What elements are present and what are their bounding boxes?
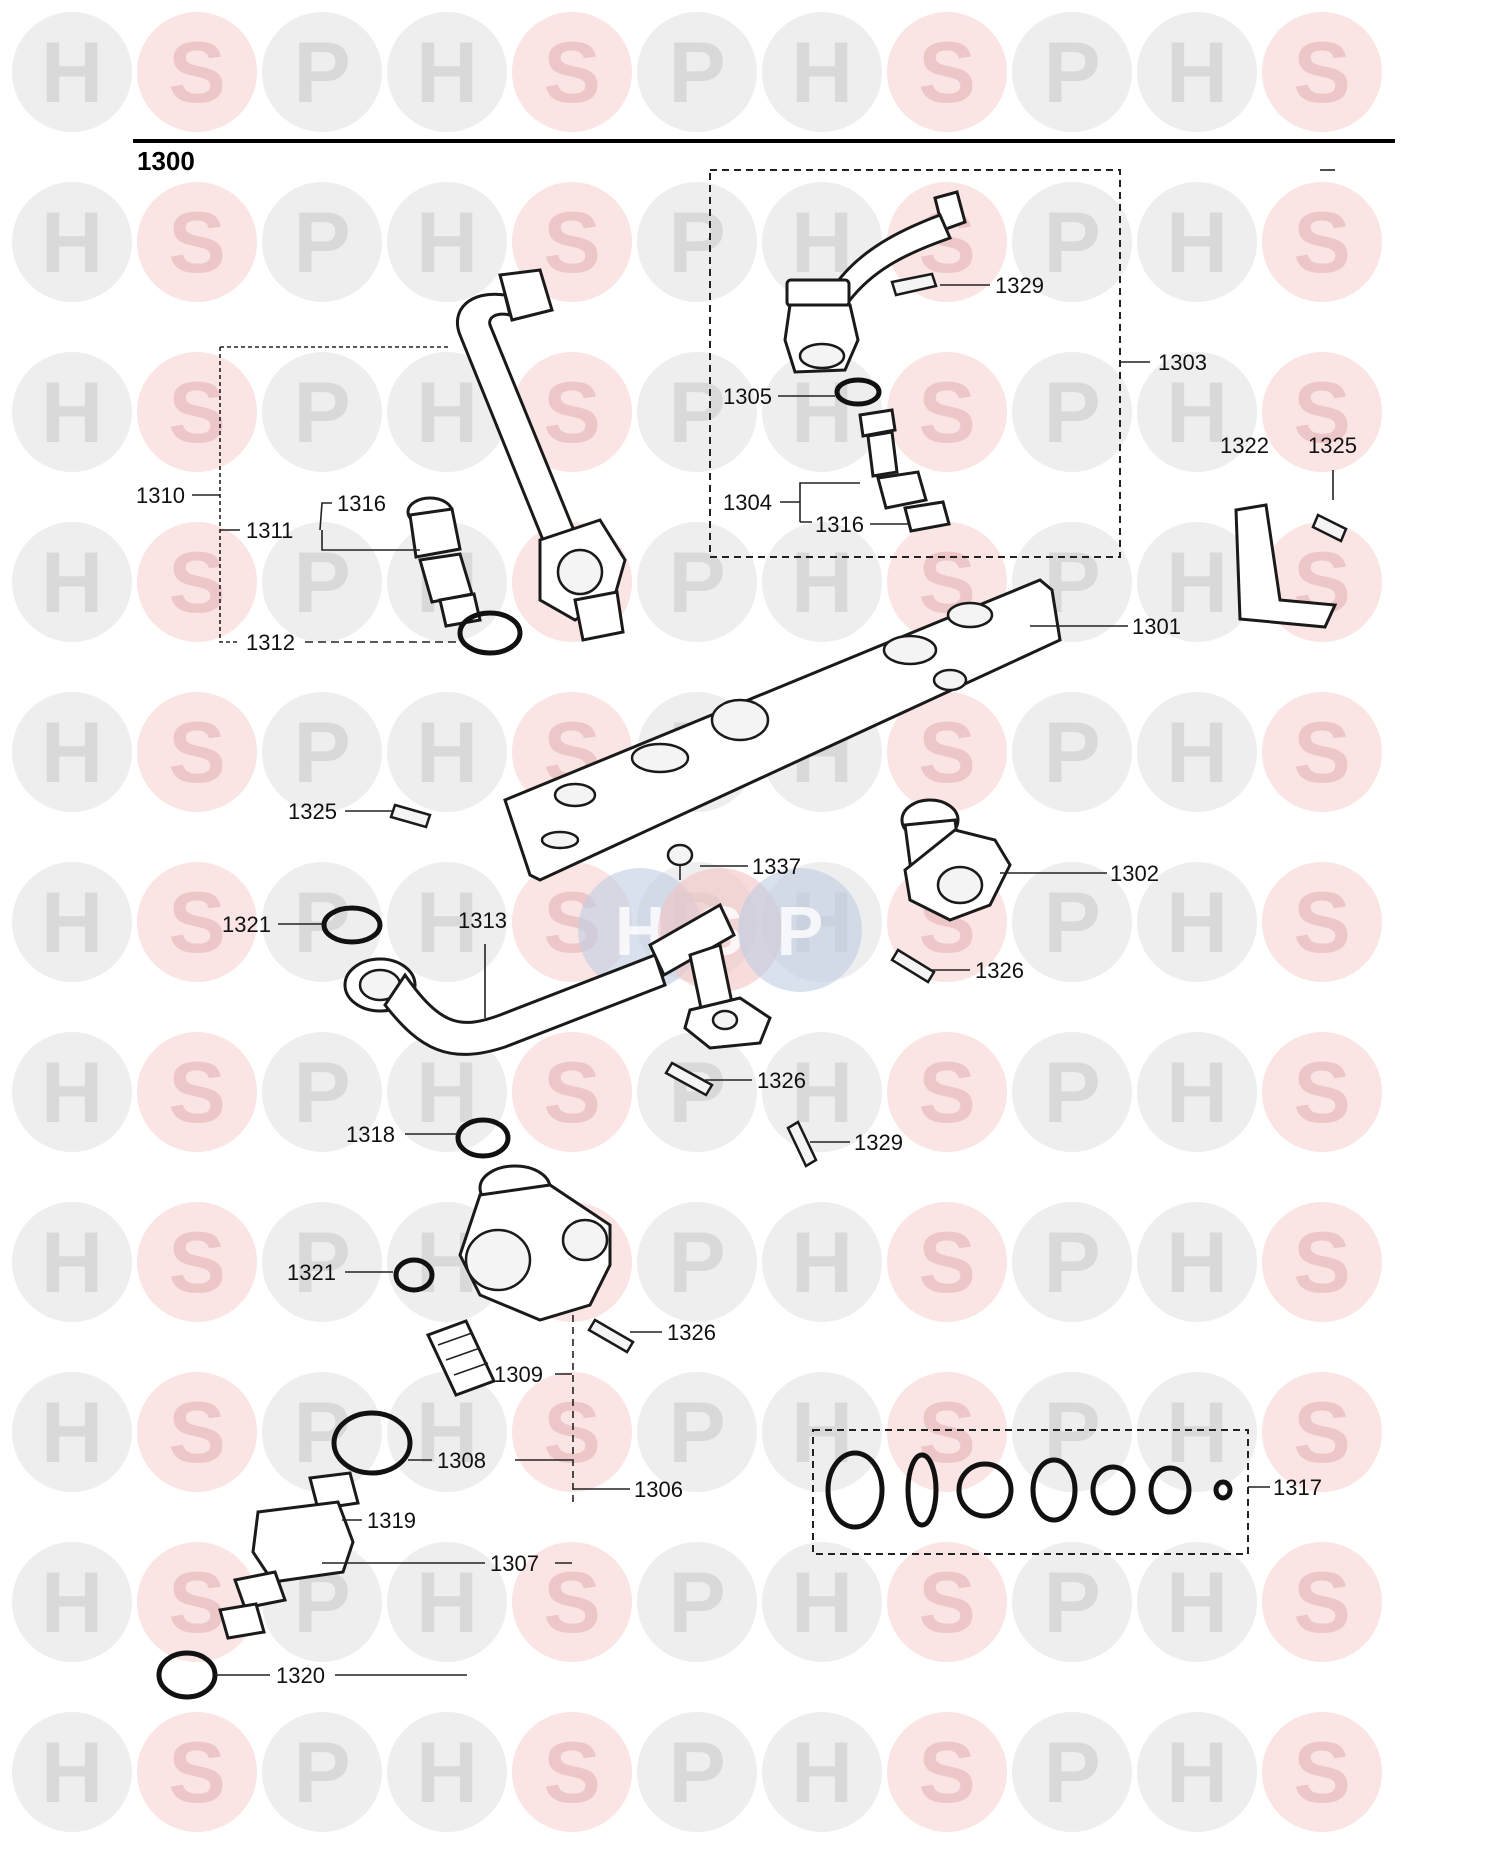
label-1312: 1312 bbox=[246, 630, 295, 655]
label-1318: 1318 bbox=[346, 1122, 395, 1147]
part-1326-screw-lower bbox=[587, 1318, 635, 1354]
part-1326-screw-upper-right bbox=[890, 948, 936, 984]
part-1317-seal-kit bbox=[825, 1450, 1233, 1530]
label-1316-left: 1316 bbox=[337, 491, 386, 516]
label-1302: 1302 bbox=[1110, 861, 1159, 886]
label-1326-lower: 1326 bbox=[667, 1320, 716, 1345]
part-labels: 1329 1303 1305 1304 1316 1322 1325 1310 … bbox=[136, 273, 1357, 1688]
part-1306-valve-body bbox=[458, 1164, 612, 1322]
part-1321-washer-upper bbox=[321, 905, 383, 945]
label-1321-upper: 1321 bbox=[222, 912, 271, 937]
label-1325-left: 1325 bbox=[288, 799, 337, 824]
label-1310: 1310 bbox=[136, 483, 185, 508]
part-1308-washer bbox=[331, 1410, 413, 1476]
part-1311-valve-assembly bbox=[406, 496, 482, 628]
part-1302-valve-body bbox=[900, 798, 1012, 922]
part-1337-clip bbox=[666, 843, 694, 880]
part-1326-screw-middle bbox=[664, 1061, 714, 1097]
part-1325-screw-left bbox=[389, 803, 432, 829]
part-1318-washer bbox=[455, 1117, 511, 1159]
part-1322-bracket bbox=[1234, 503, 1338, 629]
part-1329-valve-pin-lower bbox=[786, 1120, 818, 1168]
label-1319: 1319 bbox=[367, 1508, 416, 1533]
label-1307: 1307 bbox=[490, 1551, 539, 1576]
label-1308: 1308 bbox=[437, 1448, 486, 1473]
label-1329-upper: 1329 bbox=[995, 273, 1044, 298]
part-1305-o-ring bbox=[834, 377, 882, 407]
part-1310-bend-pipe bbox=[455, 268, 627, 642]
part-1303-elbow-valve bbox=[783, 190, 967, 374]
label-1321-lower: 1321 bbox=[287, 1260, 336, 1285]
label-1311: 1311 bbox=[246, 518, 293, 543]
label-1322: 1322 bbox=[1220, 433, 1269, 458]
label-1304: 1304 bbox=[723, 490, 772, 515]
label-1320: 1320 bbox=[276, 1663, 325, 1688]
label-1313: 1313 bbox=[458, 908, 507, 933]
label-1305: 1305 bbox=[723, 384, 772, 409]
part-1312-washer bbox=[457, 610, 523, 656]
part-1329-valve-pin-upper bbox=[890, 272, 938, 297]
label-1309: 1309 bbox=[494, 1362, 543, 1387]
label-1317: 1317 bbox=[1273, 1475, 1322, 1500]
part-1307-spindle-assembly bbox=[218, 1471, 360, 1640]
group-box-1317 bbox=[812, 1429, 1249, 1555]
part-1321-washer-lower bbox=[393, 1257, 435, 1293]
label-1326-middle: 1326 bbox=[757, 1068, 806, 1093]
group-box-1303 bbox=[709, 169, 1121, 558]
part-1304-spindle bbox=[858, 408, 951, 533]
diagram-title: 1300 bbox=[137, 146, 195, 176]
part-1309-filter bbox=[425, 1319, 497, 1397]
label-1329-lower: 1329 bbox=[854, 1130, 903, 1155]
leader-lines bbox=[192, 169, 1335, 1676]
label-1316-right: 1316 bbox=[815, 512, 864, 537]
label-1325-right: 1325 bbox=[1308, 433, 1357, 458]
label-1303: 1303 bbox=[1158, 350, 1207, 375]
part-1320-o-ring bbox=[156, 1650, 218, 1700]
part-1301-mounting-plate bbox=[503, 578, 1062, 882]
label-1326-upper-right: 1326 bbox=[975, 958, 1024, 983]
label-1306: 1306 bbox=[634, 1477, 683, 1502]
part-1313-tee-pipe bbox=[343, 902, 772, 1056]
part-1325-screw-right bbox=[1311, 513, 1348, 543]
label-1301: 1301 bbox=[1132, 614, 1181, 639]
label-1337: 1337 bbox=[752, 854, 801, 879]
